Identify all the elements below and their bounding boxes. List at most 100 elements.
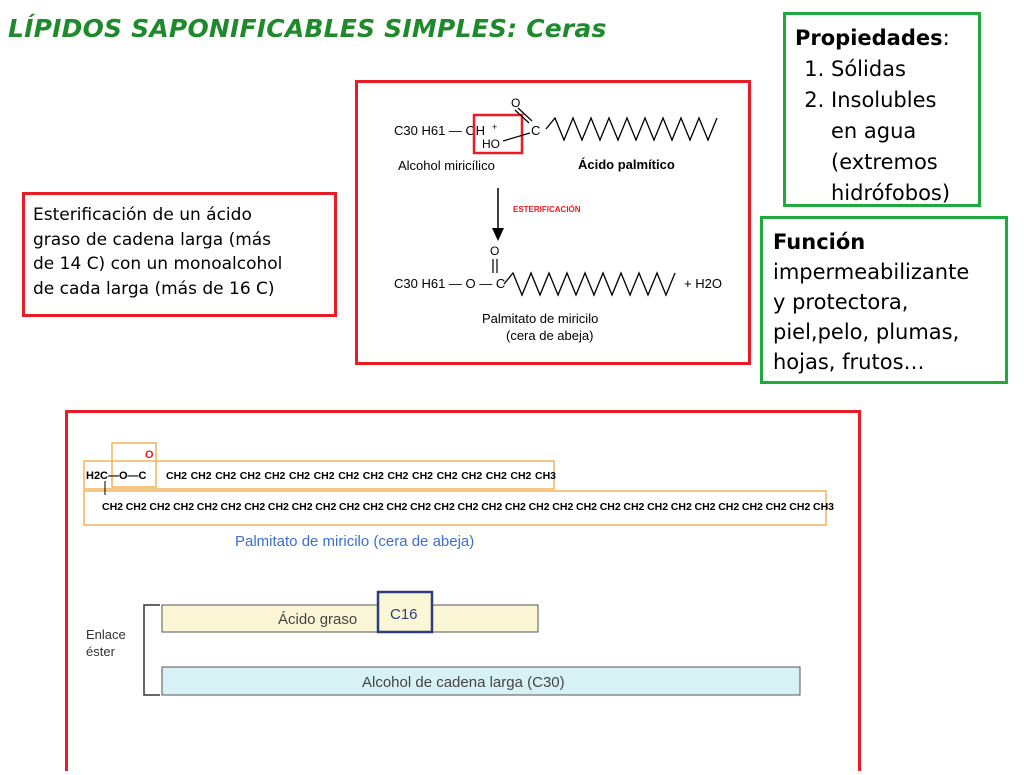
function-line: piel,pelo, plumas, — [773, 320, 960, 344]
chain-unit: CH2 — [215, 470, 236, 482]
properties-heading: Propiedades: — [795, 26, 950, 50]
chain-unit: CH2 — [410, 501, 431, 513]
top-chain-box — [83, 460, 555, 490]
acid-tag-box — [376, 590, 434, 634]
chain-unit: CH2 — [434, 501, 455, 513]
chain-unit: CH2 — [221, 501, 242, 513]
alcohol-name: Alcohol miricílico — [398, 158, 495, 173]
palmitate-chain — [503, 271, 676, 297]
chain-unit: CH2 — [510, 470, 531, 482]
palmitic-chain — [545, 116, 718, 142]
chain-unit: CH2 — [339, 501, 360, 513]
property-item: Sólidas — [831, 54, 970, 85]
property-continuation: en agua (extremos hidrófobos) — [831, 119, 951, 205]
chain-unit: CH2 — [173, 501, 194, 513]
chain-unit: CH2 — [695, 501, 716, 513]
chain-unit: CH2 — [292, 501, 313, 513]
chain-unit: CH2 — [289, 470, 310, 482]
chain-unit: CH2 — [671, 501, 692, 513]
chain-unit: CH2 — [766, 501, 787, 513]
ester-prefix: H2C—O—C — [86, 470, 147, 482]
properties-list: Sólidas Insolubles — [795, 54, 970, 116]
chain-unit: CH3 — [813, 501, 834, 513]
chain-unit: CH2 — [437, 470, 458, 482]
chain-unit: CH2 — [789, 501, 810, 513]
chain-unit: CH2 — [166, 470, 187, 482]
chain-unit: CH2 — [126, 501, 147, 513]
note-line: Esterificación de un ácido — [33, 205, 252, 225]
chain-unit: CH2 — [240, 470, 261, 482]
acid-name: Ácido palmítico — [578, 157, 675, 172]
chain-unit: CH2 — [315, 501, 336, 513]
acid-oxygen: O — [511, 96, 520, 110]
product-name: Palmitato de miricilo — [482, 311, 598, 326]
bottom-chain-box — [83, 490, 827, 526]
acid-ho: HO — [482, 137, 500, 151]
chain-unit: CH2 — [505, 501, 526, 513]
arrow-label: ESTERIFICACIÓN — [513, 205, 581, 214]
chain-unit: CH2 — [197, 501, 218, 513]
ester-group-box — [111, 442, 157, 488]
chain-unit: CH2 — [529, 501, 550, 513]
bond-label: Enlace — [86, 627, 126, 642]
function-line: hojas, frutos… — [773, 350, 925, 374]
chain-unit: CH2 — [268, 501, 289, 513]
function-box: Función impermeabilizante y protectora, … — [760, 216, 1008, 384]
chain-unit: CH2 — [647, 501, 668, 513]
chain-unit: CH3 — [535, 470, 556, 482]
chain-unit: CH2 — [412, 470, 433, 482]
acid-carbon: C — [531, 123, 540, 138]
function-line: impermeabilizante — [773, 260, 970, 284]
chain-unit: CH2 — [363, 501, 384, 513]
chain-unit: CH2 — [481, 501, 502, 513]
alcohol-bar-label: Alcohol de cadena larga (C30) — [362, 674, 565, 691]
chain-unit: CH2 — [191, 470, 212, 482]
properties-box: Propiedades: Sólidas Insolubles en agua … — [783, 12, 981, 207]
bond-bracket — [143, 604, 160, 696]
function-line: y protectora, — [773, 290, 909, 314]
plus-sign: + — [492, 122, 497, 132]
property-item: Insolubles — [831, 85, 970, 116]
chain-unit: CH2 — [102, 501, 123, 513]
note-line: graso de cadena larga (más — [33, 229, 272, 250]
chain-unit: CH2 — [552, 501, 573, 513]
chain-unit: CH2 — [338, 470, 359, 482]
chain-unit: CH2 — [244, 501, 265, 513]
chain-unit: CH2 — [458, 501, 479, 513]
structure-caption: Palmitato de miricilo (cera de abeja) — [235, 533, 474, 550]
reaction-diagram: C30 H61 — OH + O HO C Alcohol miricílico… — [355, 80, 751, 365]
chain-unit: CH2 — [149, 501, 170, 513]
chain-unit: CH2 — [387, 470, 408, 482]
page-title: LÍPIDOS SAPONIFICABLES SIMPLES: Ceras — [8, 14, 607, 43]
bond-label: éster — [86, 644, 116, 659]
function-heading: Función — [773, 230, 866, 254]
chain-unit: CH2 — [600, 501, 621, 513]
acid-bar-label: Ácido graso — [278, 611, 357, 628]
esterification-note: Esterificación de un ácido graso de cade… — [22, 192, 337, 317]
chain-unit: CH2 — [461, 470, 482, 482]
product-oxygen: O — [490, 244, 499, 258]
chain-unit: CH2 — [486, 470, 507, 482]
note-line: de cada larga (más de 16 C) — [33, 278, 275, 299]
alcohol-bar — [161, 666, 801, 696]
note-line: de 14 C) con un monoalcohol — [33, 254, 283, 274]
product-subname: (cera de abeja) — [506, 328, 593, 343]
carbonyl-oxygen: O — [145, 449, 154, 461]
reaction-highlight — [472, 113, 524, 155]
alcohol-formula: C30 H61 — OH — [394, 123, 485, 138]
water-product: + H2O — [684, 276, 722, 291]
acid-bar — [161, 604, 539, 633]
chain-unit: CH2 — [576, 501, 597, 513]
chain-unit: CH2 — [623, 501, 644, 513]
product-formula: C30 H61 — O — C — [394, 276, 505, 291]
chain-unit: CH2 — [386, 501, 407, 513]
chain-unit: CH2 — [718, 501, 739, 513]
chain-unit: CH2 — [264, 470, 285, 482]
acid-tag: C16 — [390, 606, 418, 623]
chain-unit: CH2 — [363, 470, 384, 482]
chain-unit: CH2 — [314, 470, 335, 482]
chain-unit: CH2 — [742, 501, 763, 513]
